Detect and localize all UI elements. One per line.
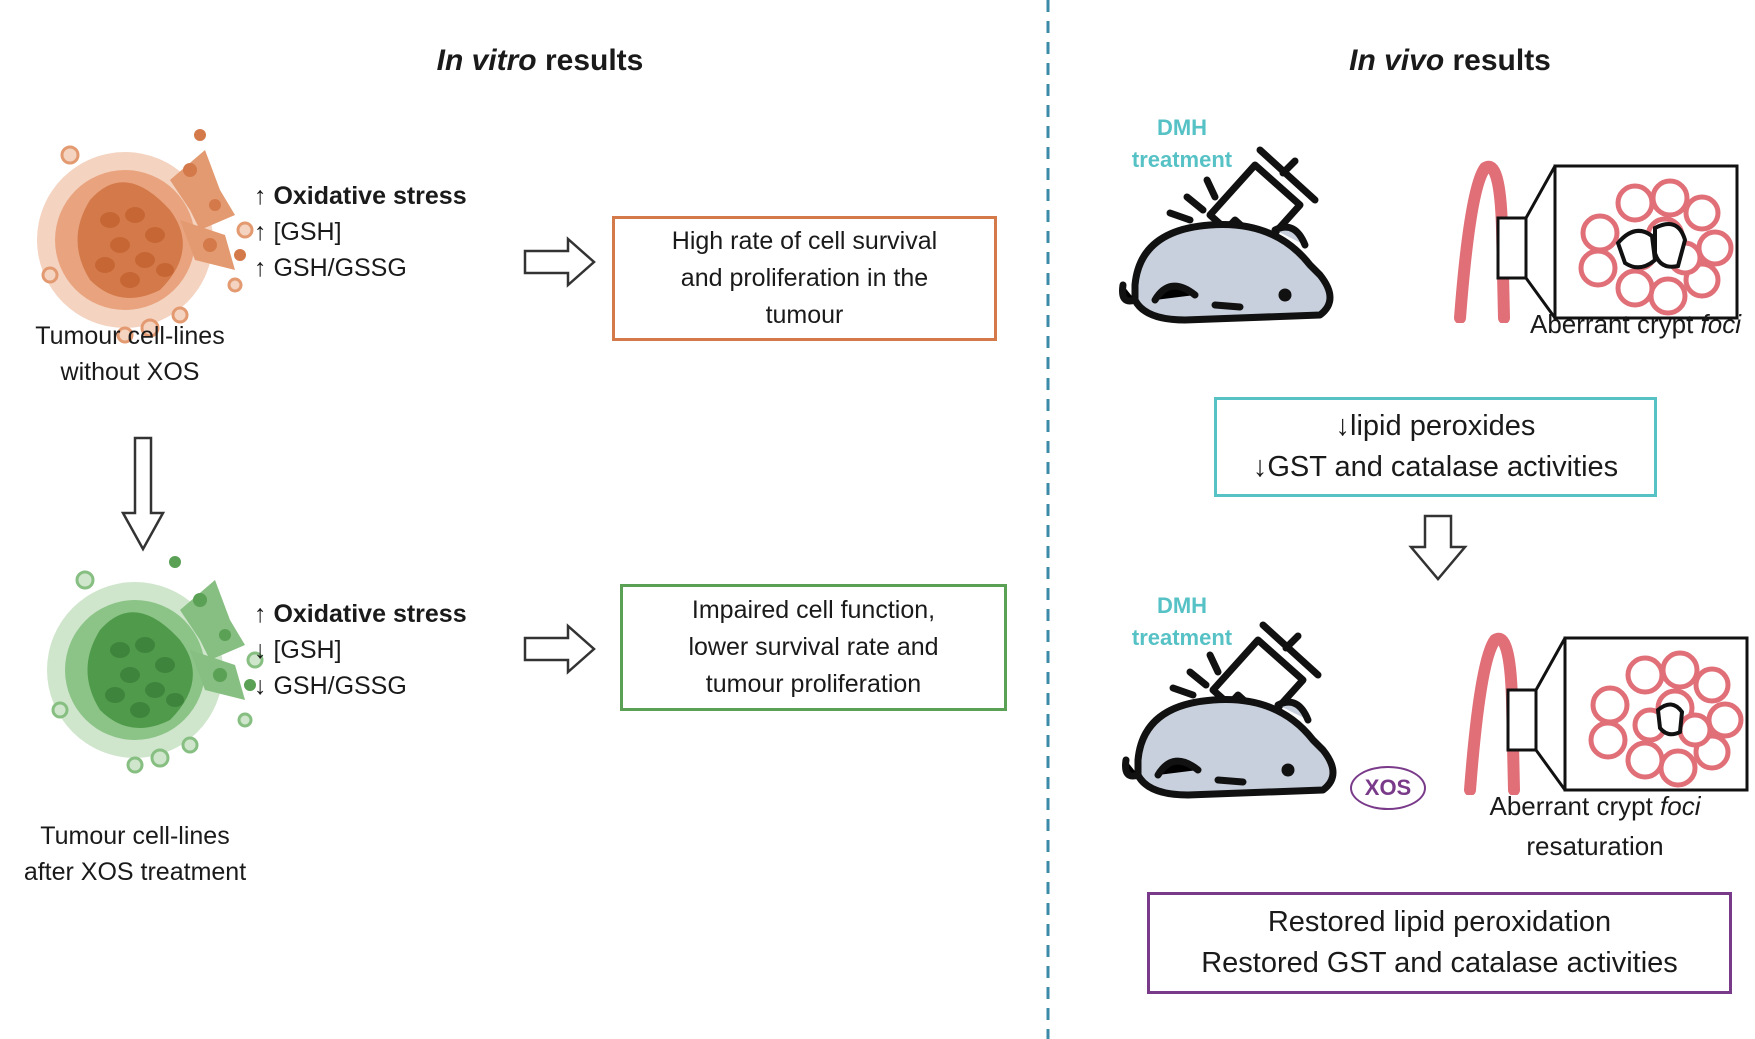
caption-line: Tumour cell-lines <box>35 322 225 350</box>
arrow-right-icon <box>523 236 596 288</box>
dmh-line: DMH <box>1156 115 1208 140</box>
arrow-right-icon <box>523 623 596 675</box>
arrow-down-icon <box>120 436 166 552</box>
acf-label-top: Aberrant crypt foci <box>1530 306 1755 342</box>
result-line: Restored lipid peroxidation <box>1267 906 1612 938</box>
oxidative-stress-item: ↑ Oxidative stress <box>254 600 467 628</box>
result-box-without-xos: High rate of cell survival and prolifera… <box>612 216 997 341</box>
mouse-syringe-icon <box>1122 621 1337 799</box>
result-line: ↓GST and catalase activities <box>1252 451 1619 483</box>
heading-emphasis: In vivo <box>1349 44 1445 77</box>
dmh-label: DMH treatment <box>1112 590 1252 654</box>
tumour-cell-orange-icon <box>37 129 254 344</box>
oxidative-stress-item: ↑ Oxidative stress <box>254 182 467 210</box>
result-box-after-xos: Impaired cell function, lower survival r… <box>620 584 1007 711</box>
in-vitro-heading: In vitro results <box>330 44 750 78</box>
aberrant-crypt-foci-icon <box>1454 160 1739 323</box>
acf-line2: resaturation <box>1526 831 1664 861</box>
caption-after-xos: Tumour cell-lines after XOS treatment <box>0 818 270 890</box>
result-line: High rate of cell survival <box>671 227 938 255</box>
acf-emphasis: foci <box>1700 309 1741 339</box>
in-vivo-heading: In vivo results <box>1230 44 1670 78</box>
acf-text: Aberrant crypt <box>1530 309 1701 339</box>
result-line: Restored GST and catalase activities <box>1201 947 1678 979</box>
arrow-down-icon <box>1408 514 1468 581</box>
result-line: tumour proliferation <box>705 670 922 698</box>
result-line: Impaired cell function, <box>691 596 936 624</box>
acf-text: Aberrant crypt <box>1489 791 1661 821</box>
acf-label-bottom: Aberrant crypt foci resaturation <box>1440 786 1750 866</box>
caption-without-xos: Tumour cell-lines without XOS <box>5 318 255 390</box>
gsh-item: ↑ [GSH] <box>254 218 342 246</box>
result-box-dmh: ↓lipid peroxides ↓GST and catalase activ… <box>1214 397 1657 497</box>
acf-emphasis: foci <box>1660 791 1701 821</box>
aberrant-crypt-foci-icon <box>1464 632 1749 795</box>
heading-emphasis: In vitro <box>436 44 537 77</box>
caption-line: without XOS <box>60 358 200 386</box>
gsh-gssg-item: ↓ GSH/GSSG <box>254 672 407 700</box>
heading-rest: results <box>1444 44 1551 77</box>
tumour-cell-green-icon <box>47 556 264 774</box>
heading-rest: results <box>536 44 644 77</box>
dmh-line: treatment <box>1131 147 1233 172</box>
dmh-label: DMH treatment <box>1112 112 1252 176</box>
mouse-syringe-icon <box>1119 146 1334 324</box>
xos-label: XOS <box>1364 775 1412 800</box>
bullets-after-xos: ↑ Oxidative stress ↓ [GSH] ↓ GSH/GSSG <box>254 596 534 704</box>
result-box-xos: Restored lipid peroxidation Restored GST… <box>1147 892 1732 994</box>
result-line: ↓lipid peroxides <box>1335 410 1536 442</box>
gsh-item: ↓ [GSH] <box>254 636 342 664</box>
bullets-without-xos: ↑ Oxidative stress ↑ [GSH] ↑ GSH/GSSG <box>254 178 534 286</box>
xos-badge: XOS <box>1350 766 1426 810</box>
caption-line: after XOS treatment <box>23 858 247 886</box>
result-line: tumour <box>765 301 844 329</box>
result-line: lower survival rate and <box>688 633 939 661</box>
caption-line: Tumour cell-lines <box>40 822 230 850</box>
dmh-line: treatment <box>1131 625 1233 650</box>
dmh-line: DMH <box>1156 593 1208 618</box>
gsh-gssg-item: ↑ GSH/GSSG <box>254 254 407 282</box>
result-line: and proliferation in the <box>680 264 929 292</box>
